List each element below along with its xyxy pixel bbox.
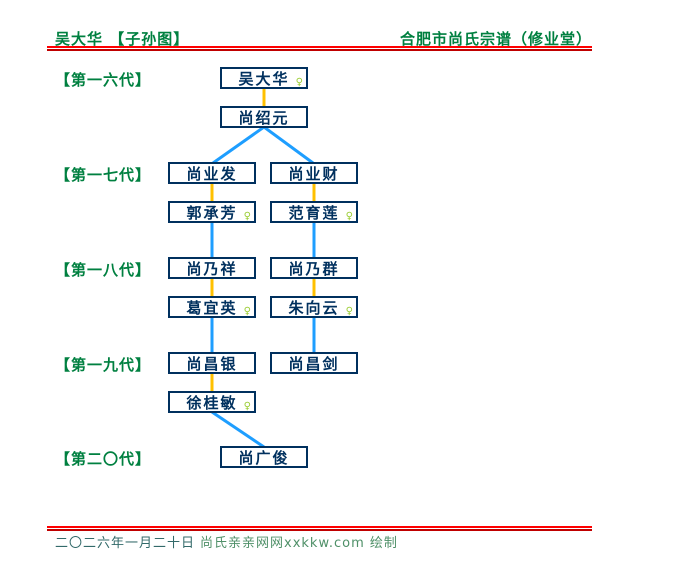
child-edge [212,125,265,165]
female-marker-icon: ♀ [243,401,251,412]
person-name: 徐桂敏 [186,393,238,412]
person-box[interactable]: 徐桂敏 ♀ [168,391,256,413]
generation-label: 【第一九代】 [55,356,152,374]
register-title: 合肥市尚氏宗谱（修业堂） [399,30,592,48]
child-edge [211,410,265,449]
person-name: 葛宜英 [186,298,238,317]
footer-divider [47,526,592,531]
header-divider [47,46,592,51]
person-box[interactable]: 葛宜英 ♀ [168,296,256,318]
person-name: 尚业财 [288,164,340,183]
person-name: 尚乃群 [288,259,340,278]
female-marker-icon: ♀ [243,306,251,317]
person-name: 尚广俊 [238,448,290,467]
person-box[interactable]: 尚广俊 [220,446,308,468]
footer-date: 二〇二六年一月二十日 [55,536,196,551]
person-box[interactable]: 尚乃群 [270,257,358,279]
person-box[interactable]: 尚业发 [168,162,256,184]
person-name: 尚业发 [186,164,238,183]
female-marker-icon: ♀ [345,211,353,222]
child-edge [263,125,314,165]
person-box[interactable]: 尚绍元 [220,106,308,128]
person-name: 朱向云 [288,298,340,317]
female-marker-icon: ♀ [243,211,251,222]
footer-credit: 尚氏亲亲网网xxkkw.com 绘制 [200,536,398,551]
generation-label: 【第一六代】 [55,71,152,89]
page-title: 吴大华 【子孙图】 [55,30,190,48]
generation-label: 【第一七代】 [55,166,152,184]
person-box[interactable]: 范育莲 ♀ [270,201,358,223]
person-name: 吴大华 [238,69,290,88]
person-box[interactable]: 吴大华 ♀ [220,67,308,89]
female-marker-icon: ♀ [345,306,353,317]
female-marker-icon: ♀ [295,77,303,88]
generation-label: 【第二〇代】 [55,450,152,468]
person-box[interactable]: 郭承芳 ♀ [168,201,256,223]
person-box[interactable]: 尚业财 [270,162,358,184]
person-name: 范育莲 [288,203,340,222]
person-name: 尚绍元 [238,108,290,127]
person-box[interactable]: 朱向云 ♀ [270,296,358,318]
person-name: 尚昌银 [186,354,238,373]
generation-label: 【第一八代】 [55,261,152,279]
person-box[interactable]: 尚昌银 [168,352,256,374]
person-name: 尚乃祥 [186,259,238,278]
person-box[interactable]: 尚乃祥 [168,257,256,279]
person-name: 尚昌剑 [288,354,340,373]
person-name: 郭承芳 [186,203,238,222]
person-box[interactable]: 尚昌剑 [270,352,358,374]
